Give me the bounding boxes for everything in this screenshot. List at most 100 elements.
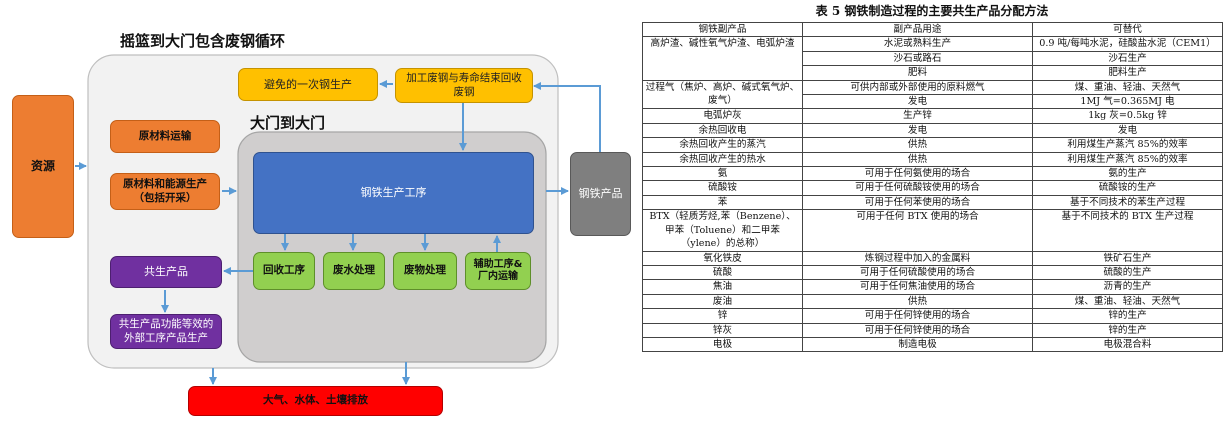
cell-usage: 供热 <box>802 151 1033 168</box>
table-row: 过程气（焦炉、高炉、碱式氧气炉、废气）可供内部或外部使用的原料燃气煤、重油、轻油… <box>642 79 1223 110</box>
table-row: 硫酸铵可用于任何硫酸铵使用的场合硫酸铵的生产 <box>642 180 1223 196</box>
cell-byproduct: 余热回收产生的热水 <box>642 151 803 168</box>
table-row: 锌可用于任何锌使用的场合锌的生产 <box>642 308 1223 324</box>
header-usage: 副产品用途 <box>802 21 1033 38</box>
inner-boundary-title: 大门到大门 <box>250 114 326 132</box>
cell-byproduct: BTX（轻质芳烃,苯（Benzene）、甲苯（Toluene）和二甲苯（ylen… <box>642 209 803 252</box>
cell-byproduct: 苯 <box>642 194 803 211</box>
cell-usage: 水泥或熟料生产 <box>802 36 1033 52</box>
table-title: 表 5 钢铁制造过程的主要共生产品分配方法 <box>815 4 1049 18</box>
cell-usage: 可用于任何焦油使用的场合 <box>802 279 1033 295</box>
table-row: 余热回收产生的热水供热利用煤生产蒸汽 85%的效率 <box>642 151 1223 168</box>
cell-byproduct: 焦油 <box>642 279 803 295</box>
cell-usage: 可用于任何苯使用的场合 <box>802 194 1033 211</box>
cell-substitute: 0.9 吨/每吨水泥，硅酸盐水泥（CEM1） <box>1032 36 1223 52</box>
table-row: 电极制造电极电极混合料 <box>642 336 1223 353</box>
solid-waste-treatment-box: 废物处理 <box>393 252 457 290</box>
cell-usage: 肥料 <box>802 65 1033 81</box>
emissions-box: 大气、水体、土壤排放 <box>188 386 443 416</box>
cell-usage: 发电 <box>802 94 1033 110</box>
cell-substitute: 煤、重油、轻油、天然气 <box>1032 293 1223 310</box>
cell-usage: 可用于任何 BTX 使用的场合 <box>802 209 1033 252</box>
cell-substitute: 铁矿石生产 <box>1032 250 1223 266</box>
cell-substitute: 沥青的生产 <box>1032 279 1223 295</box>
cell-usage: 发电 <box>802 122 1033 139</box>
cell-byproduct: 氨 <box>642 166 803 182</box>
table-row: 氨可用于任何氨使用的场合氨的生产 <box>642 166 1223 182</box>
steel-production-process-box: 钢铁生产工序 <box>253 152 534 234</box>
cell-byproduct: 余热回收产生的蒸汽 <box>642 137 803 153</box>
cell-byproduct: 硫酸 <box>642 264 803 281</box>
scrap-processing-box: 加工废钢与寿命结束回收废钢 <box>395 68 533 103</box>
cell-substitute: 肥料生产 <box>1032 65 1223 81</box>
cell-usage: 可用于任何锌使用的场合 <box>802 322 1033 338</box>
cell-byproduct: 过程气（焦炉、高炉、碱式氧气炉、废气） <box>642 79 803 110</box>
cell-usage: 可用于任何硫酸使用的场合 <box>802 264 1033 281</box>
table-row: 废油供热煤、重油、轻油、天然气 <box>642 293 1223 310</box>
cell-substitute: 电极混合料 <box>1032 336 1223 353</box>
cell-usage: 可供内部或外部使用的原料燃气 <box>802 79 1033 96</box>
cell-byproduct: 高炉渣、碱性氧气炉渣、电弧炉渣 <box>642 36 803 81</box>
steel-products-box: 钢铁产品 <box>570 152 631 236</box>
cell-byproduct: 电弧炉灰 <box>642 108 803 124</box>
cell-substitute: 基于不同技术的苯生产过程 <box>1032 194 1223 211</box>
cell-usage: 供热 <box>802 293 1033 310</box>
avoided-primary-steel-box: 避免的一次钢生产 <box>238 68 378 101</box>
lifecycle-diagram: 摇篮到大门包含废钢循环 大门到大门 资源 避免的一次钢生产 加工废钢与寿命结束回… <box>12 32 631 416</box>
cell-usage: 供热 <box>802 137 1033 153</box>
coproducts-box: 共生产品 <box>110 256 222 288</box>
header-substitute: 可替代 <box>1032 21 1223 38</box>
table-row: 锌灰可用于任何锌使用的场合锌的生产 <box>642 322 1223 338</box>
cell-usage: 炼钢过程中加入的金属料 <box>802 250 1033 266</box>
table-row: 余热回收电发电发电 <box>642 122 1223 139</box>
table-row: 沙石或路石沙石生产 <box>643 50 1223 67</box>
table-row: 硫酸可用于任何硫酸使用的场合硫酸的生产 <box>642 264 1223 281</box>
equivalent-external-production-box: 共生产品功能等效的外部工序产品生产 <box>110 314 222 349</box>
arrow-products-to-scrap <box>533 82 601 152</box>
recovery-process-box: 回收工序 <box>253 252 315 290</box>
table-row: 苯可用于任何苯使用的场合基于不同技术的苯生产过程 <box>642 194 1223 211</box>
cell-substitute: 锌的生产 <box>1032 322 1223 338</box>
table-row: 焦油可用于任何焦油使用的场合沥青的生产 <box>642 279 1223 295</box>
cell-substitute: 硫酸铵的生产 <box>1032 180 1223 196</box>
cell-substitute: 硫酸的生产 <box>1032 264 1223 281</box>
cell-substitute: 1MJ 气=0.365MJ 电 <box>1032 94 1223 110</box>
cell-byproduct: 锌 <box>642 308 803 324</box>
table-row: BTX（轻质芳烃,苯（Benzene）、甲苯（Toluene）和二甲苯（ylen… <box>642 209 1223 252</box>
resources-box: 资源 <box>12 95 74 238</box>
auxiliary-transport-box: 辅助工序&厂内运输 <box>465 252 531 290</box>
cell-substitute: 氨的生产 <box>1032 166 1223 182</box>
diagram-title: 摇篮到大门包含废钢循环 <box>120 32 286 50</box>
cell-substitute: 煤、重油、轻油、天然气 <box>1032 79 1223 96</box>
cell-substitute: 基于不同技术的 BTX 生产过程 <box>1032 209 1223 252</box>
table-row: 氧化铁皮炼钢过程中加入的金属料铁矿石生产 <box>642 250 1223 266</box>
cell-byproduct: 废油 <box>642 293 803 310</box>
cell-usage: 生产锌 <box>802 108 1033 124</box>
table-row: 肥料肥料生产 <box>643 65 1223 81</box>
cell-byproduct: 锌灰 <box>642 322 803 338</box>
cell-substitute: 锌的生产 <box>1032 308 1223 324</box>
raw-material-energy-production-box: 原材料和能源生产（包括开采） <box>110 173 220 210</box>
cell-usage: 可用于任何硫酸铵使用的场合 <box>802 180 1033 196</box>
cell-byproduct: 氧化铁皮 <box>642 250 803 266</box>
table-header-row: 钢铁副产品 副产品用途 可替代 <box>642 21 1223 38</box>
cell-substitute: 发电 <box>1032 122 1223 139</box>
cell-usage: 沙石或路石 <box>802 50 1033 67</box>
cell-usage: 可用于任何锌使用的场合 <box>802 308 1033 324</box>
cell-substitute: 利用煤生产蒸汽 85%的效率 <box>1032 151 1223 168</box>
wastewater-treatment-box: 废水处理 <box>323 252 385 290</box>
table-row: 余热回收产生的蒸汽供热利用煤生产蒸汽 85%的效率 <box>642 137 1223 153</box>
cell-substitute: 利用煤生产蒸汽 85%的效率 <box>1032 137 1223 153</box>
cell-substitute: 沙石生产 <box>1032 50 1223 67</box>
header-byproduct: 钢铁副产品 <box>642 21 803 38</box>
cell-substitute: 1kg 灰=0.5kg 锌 <box>1032 108 1223 124</box>
cell-usage: 制造电极 <box>802 336 1033 353</box>
raw-material-transport-box: 原材料运输 <box>110 120 220 153</box>
cell-byproduct: 硫酸铵 <box>642 180 803 196</box>
cell-byproduct: 余热回收电 <box>642 122 803 139</box>
cell-byproduct: 电极 <box>642 336 803 353</box>
